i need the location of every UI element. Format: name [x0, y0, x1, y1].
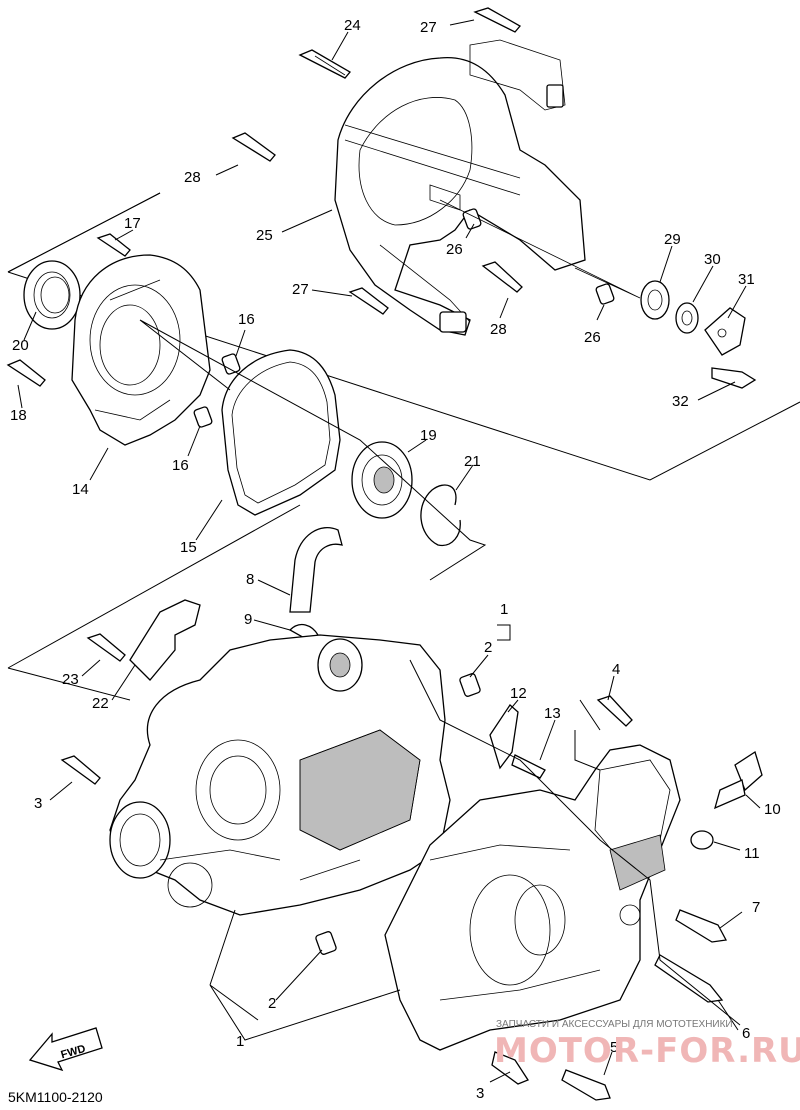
oil-seal-29: [640, 280, 670, 320]
bolt-4: [596, 695, 633, 727]
bracket-22: [129, 599, 201, 681]
callout-23: 23: [62, 671, 79, 688]
plate-31: [704, 307, 746, 356]
upper-group: [7, 7, 800, 481]
watermark-text-logo: MOTOR-FOR.RU: [494, 1031, 800, 1071]
bolt-3-right: [491, 1051, 529, 1085]
callout-32: 32: [672, 393, 689, 410]
callout-28: 28: [490, 321, 507, 338]
callout-8: 8: [246, 571, 254, 588]
bolt-24: [298, 49, 351, 79]
callout-31: 31: [738, 271, 755, 288]
callout-26: 26: [446, 241, 463, 258]
bolt-28-top: [231, 132, 276, 162]
callout-6: 6: [742, 1025, 750, 1042]
bolt-27-mid: [348, 287, 389, 315]
callout-19: 19: [420, 427, 437, 444]
crankcase-right: [384, 744, 681, 1051]
lower-group: [7, 504, 763, 1101]
o-ring-11: [690, 830, 714, 850]
callout-14: 14: [72, 481, 89, 498]
callout-30: 30: [704, 251, 721, 268]
callout-1: 1: [500, 601, 508, 618]
bolt-6: [654, 954, 724, 1003]
callout-2: 2: [484, 639, 492, 656]
bolt-18: [6, 359, 46, 387]
callout-26: 26: [584, 329, 601, 346]
callout-15: 15: [180, 539, 197, 556]
callout-22: 22: [92, 695, 109, 712]
callout-10: 10: [764, 801, 781, 818]
bolt-27-top: [473, 7, 521, 33]
callout-11: 11: [744, 845, 760, 862]
watermark-text-top: ЗАПЧАСТИ И АКСЕССУАРЫ ДЛЯ МОТОТЕХНИКИ: [496, 1019, 733, 1030]
diagram-code: 5KM1100-2120: [8, 1089, 103, 1105]
cover-14: [71, 254, 211, 446]
callout-16: 16: [238, 311, 255, 328]
callout-16: 16: [172, 457, 189, 474]
breather-hose-8: [289, 527, 343, 613]
callout-7: 7: [752, 899, 760, 916]
callout-17: 17: [124, 215, 141, 232]
fwd-arrow: FWD: [28, 1027, 103, 1072]
callout-2: 2: [268, 995, 276, 1012]
bearing-19: [351, 441, 413, 519]
oil-seal-20: [23, 260, 81, 330]
bolt-7: [675, 909, 728, 943]
callout-1: 1: [236, 1033, 244, 1050]
bolt-5: [561, 1069, 611, 1101]
callout-leaders: [17, 19, 761, 1083]
callout-20: 20: [12, 337, 29, 354]
sensor-10: [714, 750, 763, 810]
callout-27: 27: [292, 281, 309, 298]
callout-3: 3: [34, 795, 42, 812]
bolt-32: [711, 367, 757, 389]
gasket-15: [221, 349, 341, 516]
plate-12: [489, 704, 519, 770]
circlip-21: [420, 484, 461, 547]
callout-24: 24: [344, 17, 361, 34]
bolt-3-left: [60, 755, 101, 785]
bolt-17: [96, 233, 131, 257]
callout-21: 21: [464, 453, 481, 470]
middle-group: [6, 192, 487, 581]
watermark: ЗАПЧАСТИ И АКСЕССУАРЫ ДЛЯ МОТОТЕХНИКИ MO…: [494, 1019, 800, 1071]
callout-4: 4: [612, 661, 620, 678]
callout-27: 27: [420, 19, 437, 36]
callout-12: 12: [510, 685, 527, 702]
callout-25: 25: [256, 227, 273, 244]
bolt-28-mid: [481, 261, 523, 293]
callout-28: 28: [184, 169, 201, 186]
callout-18: 18: [10, 407, 27, 424]
washer-30: [675, 302, 699, 334]
bolt-23: [86, 633, 126, 662]
callout-29: 29: [664, 231, 681, 248]
callout-3: 3: [476, 1085, 484, 1102]
crankcase-left: [109, 634, 451, 916]
callout-labels: 24 27 28 25 26 27 28 26 29 30 31 32 17 2…: [10, 17, 781, 1102]
callout-9: 9: [244, 611, 252, 628]
callout-13: 13: [544, 705, 561, 722]
callout-5: 5: [610, 1039, 618, 1056]
